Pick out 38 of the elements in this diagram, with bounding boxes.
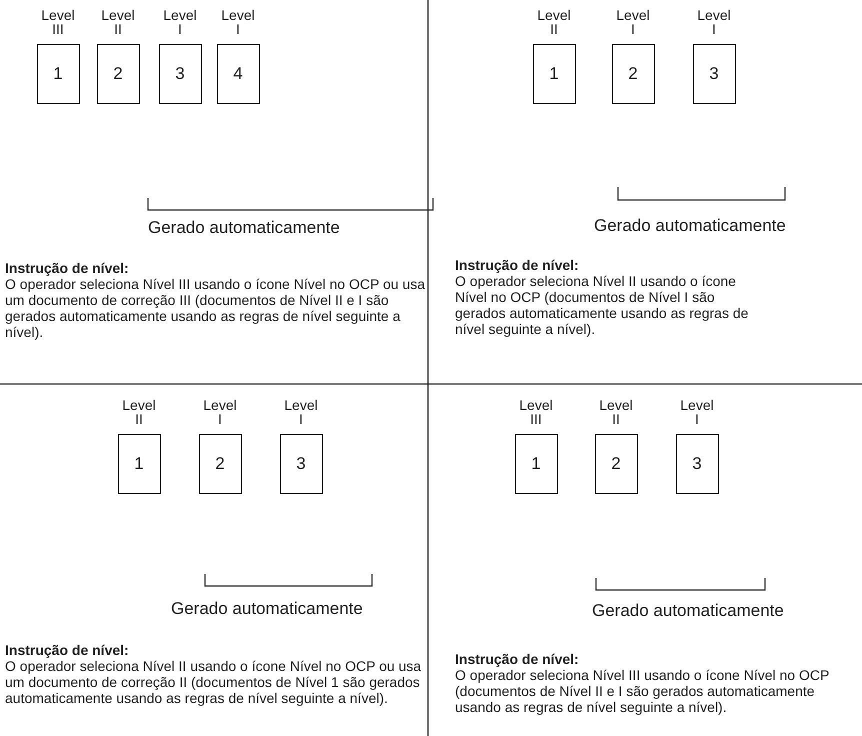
instruction-heading: Instrução de nível: [455, 257, 579, 273]
document-box: 3 [692, 44, 736, 104]
instruction-heading: Instrução de nível: [5, 260, 129, 276]
bracket-caption: Gerado automaticamente [148, 218, 340, 238]
instruction-text: O operador seleciona Nível III usando o ícone Nível no OCP ou usa um documento de correção III (documentos de Nível II e I são gerados automaticamente usando as regras de nível seguinte a nível). [5, 276, 426, 340]
level-label: Level II [599, 398, 633, 426]
level-label: Level II [537, 8, 571, 36]
bracket-caption: Gerado automaticamente [594, 216, 786, 236]
document-box: 2 [594, 434, 638, 494]
level-label: Level III [519, 398, 553, 426]
document-box: 1 [118, 434, 160, 494]
level-label: Level I [616, 8, 650, 36]
instruction-heading: Instrução de nível: [5, 642, 129, 658]
instruction-text: O operador seleciona Nível II usando o ícone Nível no OCP (documentos de Nível I são gerados automaticamente usando as regras de nível seguinte a nível). [455, 273, 750, 337]
level-label: Level I [221, 8, 255, 36]
document-box: 2 [612, 44, 654, 104]
document-box: 4 [216, 44, 260, 104]
document-box: 3 [280, 434, 322, 494]
document-box: 1 [36, 44, 80, 104]
level-label: Level I [163, 8, 197, 36]
level-label: Level II [101, 8, 135, 36]
level-label: Level II [122, 398, 156, 426]
instruction-text: O operador seleciona Nível II usando o ícone Nível no OCP ou usa um documento de correção II (documentos de Nível 1 são gerados automaticamente usando as regras de nível seguinte a nível). [5, 658, 422, 706]
level-label: Level III [41, 8, 75, 36]
bracket-caption: Gerado automaticamente [592, 601, 784, 621]
instruction-heading: Instrução de nível: [455, 651, 579, 667]
level-label: Level I [680, 398, 714, 426]
document-box: 2 [198, 434, 242, 494]
document-box: 1 [514, 434, 558, 494]
instruction-text: O operador seleciona Nível III usando o ícone Nível no OCP (documentos de Nível II e I são gerados automaticamente usando as regras de nível seguinte a nível). [455, 667, 830, 715]
level-label: Level I [697, 8, 731, 36]
document-box: 1 [532, 44, 576, 104]
bracket-caption: Gerado automaticamente [171, 599, 363, 619]
level-label: Level I [284, 398, 318, 426]
level-label: Level I [203, 398, 237, 426]
document-box: 3 [158, 44, 202, 104]
document-box: 2 [96, 44, 140, 104]
document-box: 3 [676, 434, 718, 494]
